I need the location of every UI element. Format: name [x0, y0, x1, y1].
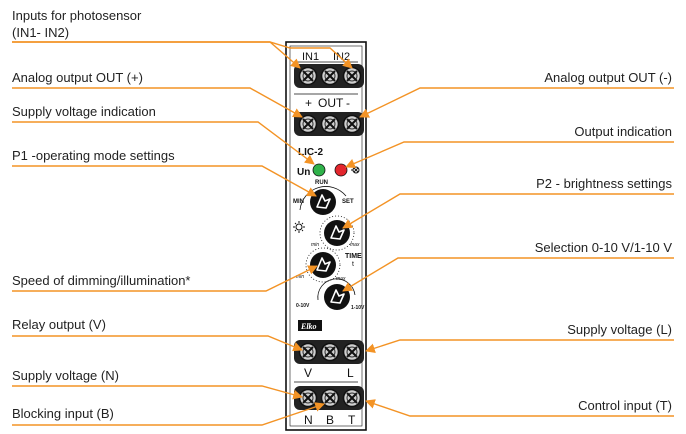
out-label: OUT — [318, 96, 344, 110]
p1-run-label: RUN — [315, 180, 328, 186]
terminal-t-label: T — [348, 413, 356, 427]
model-label: LIC-2 — [298, 147, 323, 158]
leader-p1 — [12, 165, 317, 197]
p1-set-label: SET — [342, 199, 354, 205]
leader-in2 — [12, 41, 353, 69]
brand-logo-text: Elko — [300, 322, 317, 331]
terminal-in1-label: IN1 — [302, 51, 319, 63]
label-relay-output: Relay output (V) — [12, 317, 106, 332]
range-selector-knob[interactable] — [323, 283, 351, 311]
leader-supply-n — [12, 385, 303, 400]
label-supply-voltage-l: Supply voltage (L) — [567, 322, 672, 337]
led-red-indicator — [334, 163, 348, 177]
leader-supply-indication — [12, 121, 315, 165]
screw-out-mid — [320, 114, 340, 134]
terminal-n-label: N — [304, 413, 313, 427]
out-plus-label: + — [305, 96, 312, 110]
screw-in-mid — [320, 66, 340, 86]
p1-mode-knob[interactable] — [309, 188, 337, 216]
brand-logo — [298, 320, 322, 331]
time-min-label: min — [296, 274, 304, 280]
leader-selection — [342, 257, 674, 292]
terminal-b-label: B — [326, 413, 334, 427]
led-green-indicator — [312, 163, 326, 177]
sel-0-10v-label: 0-10V — [296, 303, 310, 309]
time-knob[interactable] — [309, 251, 337, 279]
screw-b — [320, 388, 340, 408]
time-label: TIME — [345, 253, 362, 260]
p2-brightness-knob[interactable] — [323, 219, 351, 247]
label-inputs-photosensor-range: (IN1- IN2) — [12, 25, 70, 40]
label-supply-voltage-n: Supply voltage (N) — [12, 368, 119, 383]
leader-supply-l — [365, 339, 674, 353]
label-supply-voltage-indication: Supply voltage indication — [12, 104, 156, 119]
leader-out-minus — [359, 87, 674, 118]
label-analog-output-minus: Analog output OUT (-) — [544, 70, 672, 85]
label-analog-output-plus: Analog output OUT (+) — [12, 70, 143, 85]
label-inputs-photosensor: Inputs for photosensor — [12, 8, 142, 23]
leader-speed — [12, 265, 318, 292]
screw-out-minus — [342, 114, 362, 134]
led-un-label: Un — [297, 167, 310, 178]
p2-max-label: max — [350, 242, 360, 248]
label-blocking-input: Blocking input (B) — [12, 406, 114, 421]
leader-blocking — [12, 402, 325, 426]
screw-in2 — [342, 66, 362, 86]
screw-v — [298, 342, 318, 362]
leader-relay — [12, 335, 303, 352]
label-selection-range: Selection 0-10 V/1-10 V — [534, 240, 672, 255]
label-p1-operating-mode: P1 -operating mode settings — [12, 148, 175, 163]
leader-out-plus — [12, 87, 303, 118]
label-p2-brightness: P2 - brightness settings — [536, 176, 672, 191]
out-minus-label: - — [346, 96, 350, 110]
p2-min-label: min — [311, 242, 319, 248]
device-inner-frame — [289, 45, 363, 427]
time-t-label: t — [352, 261, 354, 268]
screw-n — [298, 388, 318, 408]
sun-icon — [293, 221, 305, 233]
leader-output-indication — [345, 141, 674, 169]
leader-p2 — [342, 193, 674, 229]
screw-vl-mid — [320, 342, 340, 362]
terminal-v-label: V — [304, 366, 312, 380]
sel-1-10v-label: 1-10V — [351, 305, 365, 311]
screw-t — [342, 388, 362, 408]
leader-in1 — [12, 41, 301, 69]
screw-in1 — [298, 66, 318, 86]
label-control-input: Control input (T) — [578, 398, 672, 413]
label-output-indication: Output indication — [574, 124, 672, 139]
leader-control — [365, 399, 674, 417]
screw-l — [342, 342, 362, 362]
screw-out-plus — [298, 114, 318, 134]
terminal-l-label: L — [347, 366, 354, 380]
p1-min-label: MIN — [293, 199, 304, 205]
label-speed-dimming: Speed of dimming/illumination* — [12, 273, 191, 288]
